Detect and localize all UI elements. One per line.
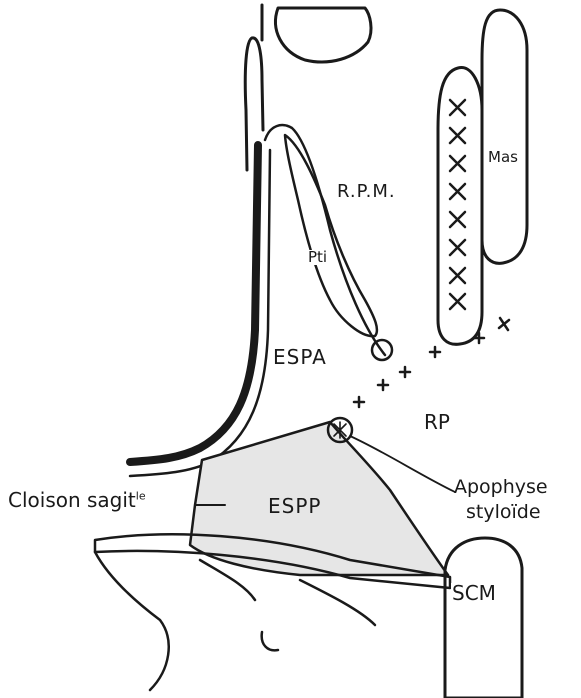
label-rpm: R.P.M.	[337, 183, 396, 201]
label-rp: RP	[424, 412, 450, 432]
scm-muscle	[445, 538, 522, 698]
label-espa: ESPA	[273, 347, 327, 367]
label-pti: Pti	[307, 250, 328, 265]
masseter-muscle	[482, 10, 527, 263]
crossed-oblong	[438, 68, 482, 345]
label-mas: Mas	[487, 150, 519, 165]
label-cloison: Cloison sagitle	[8, 490, 146, 510]
label-cloison-sup: le	[136, 489, 146, 502]
pterygoid-muscle	[285, 135, 392, 360]
label-cloison-main: Cloison sagit	[8, 488, 136, 512]
pharyngeal-wall	[130, 38, 385, 476]
top-structure	[262, 5, 371, 62]
label-scm: SCM	[451, 583, 497, 603]
label-apophyse-1: Apophyse	[454, 478, 548, 497]
label-apophyse-2: styloïde	[466, 503, 541, 522]
label-espp: ESPP	[268, 496, 321, 516]
